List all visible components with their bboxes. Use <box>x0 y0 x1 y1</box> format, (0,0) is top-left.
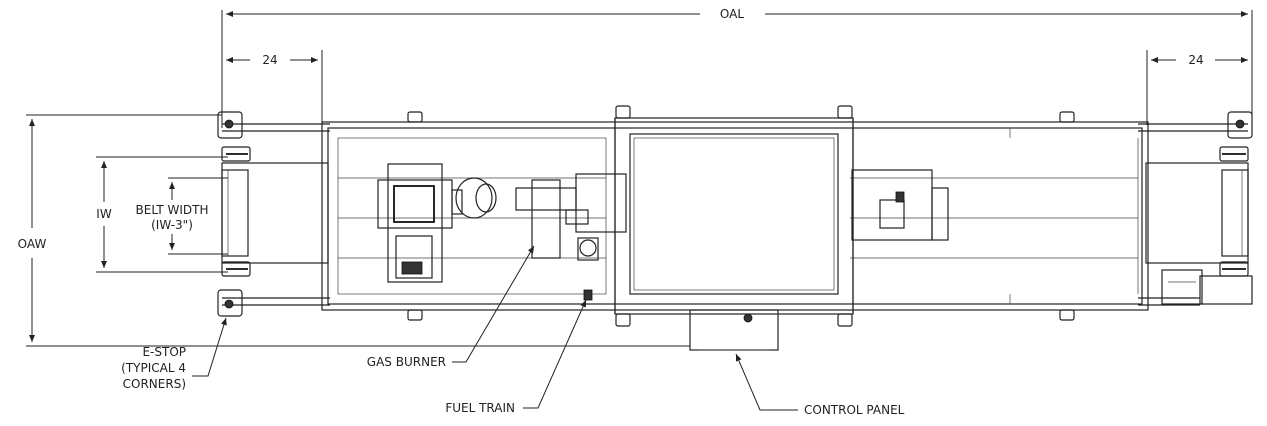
estop-callout: E-STOP (TYPICAL 4 CORNERS) <box>121 317 227 391</box>
belt-width-formula: (IW-3") <box>151 218 193 232</box>
right-conveyor <box>1138 111 1253 306</box>
fuel-train-callout: FUEL TRAIN <box>445 299 587 415</box>
oven-housing <box>321 105 1149 327</box>
estop-corners: CORNERS) <box>123 377 186 391</box>
oaw-label: OAW <box>18 237 47 251</box>
burner-assembly <box>377 163 627 301</box>
control-panel-label: CONTROL PANEL <box>804 403 905 417</box>
left-conveyor <box>217 111 330 317</box>
oaw-dimension: OAW <box>18 114 690 347</box>
belt-width-label: BELT WIDTH <box>136 203 209 217</box>
estop-icon <box>1235 119 1245 129</box>
control-panel-callout: CONTROL PANEL <box>735 353 905 417</box>
right-24-dimension: 24 <box>1146 50 1248 125</box>
gas-burner-callout: GAS BURNER <box>367 245 535 369</box>
iw-dimension: IW <box>96 156 228 273</box>
estop-icon <box>224 119 234 129</box>
left-offset-label: 24 <box>262 53 277 67</box>
oal-dimension: OAL <box>221 7 1253 128</box>
belt-width-dimension: BELT WIDTH (IW-3") <box>136 177 228 255</box>
right-offset-label: 24 <box>1188 53 1203 67</box>
iw-label: IW <box>96 207 112 221</box>
fuel-train-label: FUEL TRAIN <box>445 401 515 415</box>
exhaust-assembly <box>851 169 949 241</box>
estop-typical: (TYPICAL 4 <box>121 361 186 375</box>
estop-icon <box>224 299 234 309</box>
control-panel-box <box>689 309 779 351</box>
gas-burner-label: GAS BURNER <box>367 355 446 369</box>
left-24-dimension: 24 <box>226 50 323 125</box>
oal-label: OAL <box>720 7 744 21</box>
estop-label: E-STOP <box>142 345 186 359</box>
